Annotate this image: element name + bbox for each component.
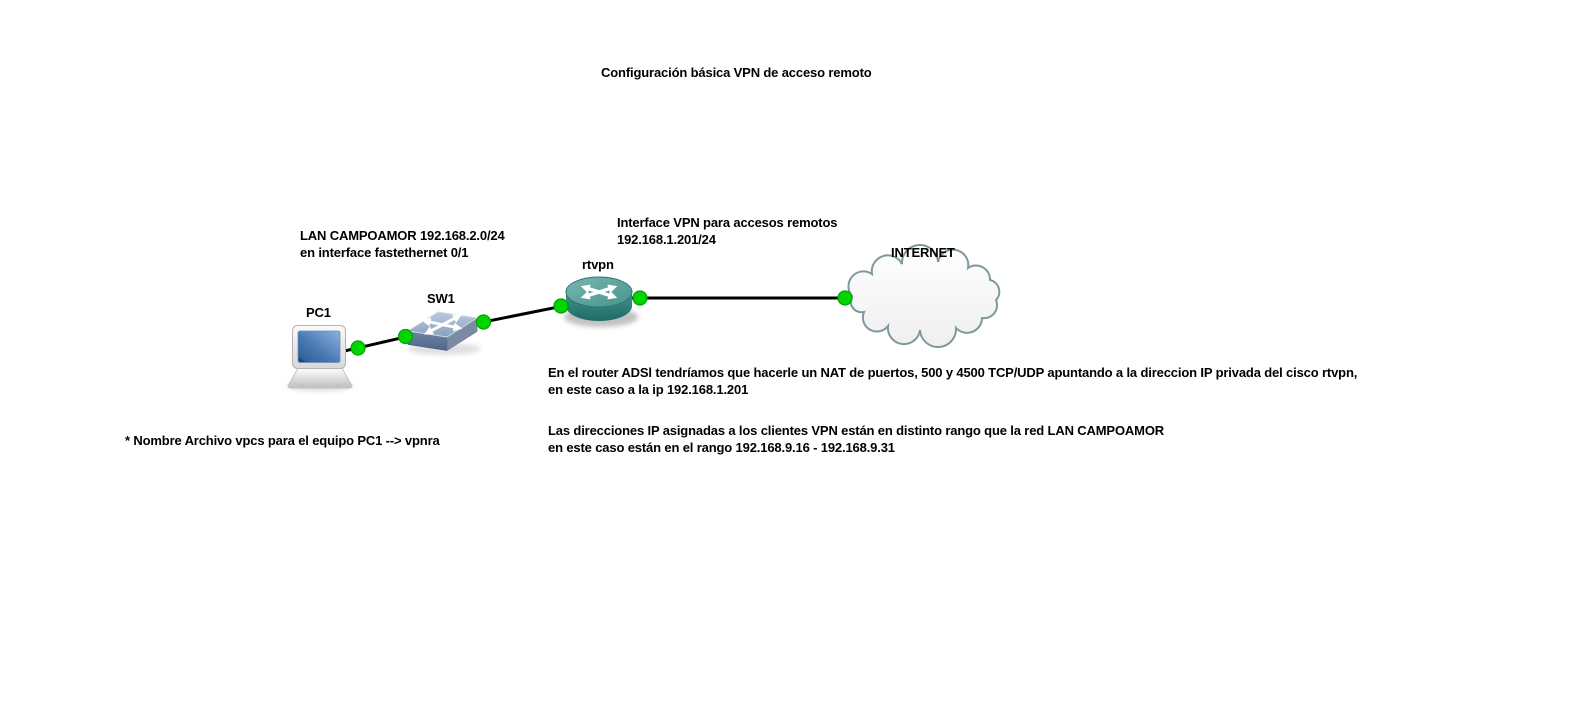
endpoint-rtvpn-left[interactable] <box>553 298 569 314</box>
cloud-icon[interactable] <box>847 243 1001 349</box>
vpn-interface-line1: Interface VPN para accesos remotos <box>617 215 838 230</box>
cloud-internet[interactable] <box>847 243 1001 349</box>
device-label-pc1: PC1 <box>306 305 331 320</box>
endpoint-sw1-right[interactable] <box>475 314 492 330</box>
switch-arrows <box>421 314 463 335</box>
pc-screen-fold <box>299 357 306 362</box>
vpn-clients-line2: en este caso están en el rango 192.168.9… <box>548 440 895 455</box>
nat-annotation-line2: en este caso a la ip 192.168.1.201 <box>548 382 749 397</box>
device-pc1[interactable] <box>287 325 353 392</box>
device-label-internet: INTERNET <box>891 245 955 260</box>
diagram-title: Configuración básica VPN de acceso remot… <box>601 65 872 80</box>
device-label-rtvpn: rtvpn <box>582 257 614 272</box>
vpcs-note: * Nombre Archivo vpcs para el equipo PC1… <box>125 433 440 448</box>
link-endpoints[interactable] <box>350 290 853 356</box>
pc-screen <box>297 330 341 363</box>
endpoint-sw1-left[interactable] <box>397 328 414 345</box>
endpoint-internet[interactable] <box>837 290 853 306</box>
lan-annotation-line2: en interface fastethernet 0/1 <box>300 245 469 260</box>
vpn-interface-annotation: Interface VPN para accesos remotos 192.1… <box>617 214 837 248</box>
pc-base <box>287 367 353 389</box>
vpn-clients-line1: Las direcciones IP asignadas a los clien… <box>548 423 1165 438</box>
nat-annotation: En el router ADSl tendríamos que hacerle… <box>548 364 1357 398</box>
lan-annotation-line1: LAN CAMPOAMOR 192.168.2.0/24 <box>300 228 505 243</box>
router-arrows <box>580 284 618 300</box>
vpn-interface-line2: 192.168.1.201/24 <box>617 232 716 247</box>
nat-annotation-line1: En el router ADSl tendríamos que hacerle… <box>548 365 1358 380</box>
lan-annotation: LAN CAMPOAMOR 192.168.2.0/24 en interfac… <box>300 227 505 261</box>
endpoint-pc1[interactable] <box>350 340 366 356</box>
device-sw1[interactable] <box>407 311 481 355</box>
device-label-sw1: SW1 <box>427 291 455 306</box>
device-rtvpn[interactable] <box>564 276 638 327</box>
vpn-clients-annotation: Las direcciones IP asignadas a los clien… <box>548 422 1164 456</box>
endpoint-rtvpn-right[interactable] <box>632 290 648 306</box>
